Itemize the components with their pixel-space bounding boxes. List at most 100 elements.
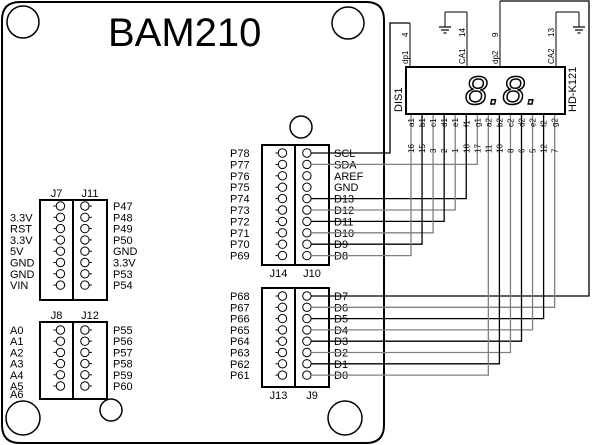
pin-label-j14: P78 (230, 148, 250, 160)
pin-label-j8: A1 (10, 336, 23, 348)
pin-j10-9 (302, 239, 312, 249)
wire-d13-to-f1 (311, 114, 467, 200)
display-pin-num-f1: 18 (462, 144, 471, 153)
wire-sda-to-g1 (311, 114, 478, 166)
display-pin-name-b2: b2 (495, 118, 504, 127)
display-pin-num-a2: 11 (484, 144, 493, 153)
pin-label-j10: D12 (334, 205, 354, 217)
pin-label-j7: RST (10, 224, 32, 236)
pin-j12-2 (80, 336, 90, 346)
display-pin-name-e1: e1 (451, 118, 460, 127)
header-label-j9: J9 (306, 390, 318, 402)
pin-j9-3 (302, 313, 312, 324)
header-label-j7: J7 (51, 188, 63, 200)
pin-j8-3 (55, 347, 66, 358)
display-pin-name-d1: d1 (440, 118, 449, 127)
display-pin-num-CA2: 13 (547, 28, 556, 37)
header-label-j12: J12 (81, 310, 99, 322)
pin-label-j8: A3 (10, 359, 23, 371)
pin-j7-7 (55, 269, 66, 279)
pin-label-j10: SCL (334, 148, 355, 160)
display-pin-num-CA1: 14 (458, 28, 467, 37)
pin-j7-4 (55, 235, 66, 245)
seven-segment-display-body (405, 66, 566, 115)
pin-label-j13: P62 (230, 359, 250, 371)
pin-j9-2 (302, 302, 312, 312)
pin-label-j7: 3.3V (10, 212, 33, 224)
mounting-hole-bottom-left (5, 400, 41, 436)
pin-label-j14: P69 (230, 251, 250, 263)
pin-j7-6 (55, 257, 66, 268)
pin-label-j11: P54 (113, 280, 133, 292)
pin-j12-3 (80, 347, 90, 358)
pin-j11-6 (80, 257, 90, 268)
display-pin-name-g2: g2 (551, 118, 560, 127)
pin-j9-4 (302, 325, 312, 335)
pin-label-j7: 3.3V (10, 235, 33, 247)
mounting-hole-small-j12 (99, 398, 123, 422)
wire-d2-to-c2 (311, 114, 512, 354)
display-pin-num-f2: 12 (540, 144, 549, 153)
pin-j13-4 (277, 325, 288, 335)
header-label-j8: J8 (51, 310, 63, 322)
pin-label-j9: D4 (334, 325, 348, 337)
display-pin-num-d2: 6 (518, 148, 527, 153)
pin-label-j13: P64 (230, 336, 250, 348)
pin-label-j10: D13 (334, 194, 354, 206)
pin-j13-5 (277, 336, 288, 346)
display-pin-num-e1: 1 (451, 148, 460, 153)
pin-label-j10: AREF (334, 171, 364, 183)
display-pin-name-dp2: dp2 (491, 50, 500, 64)
pin-j14-3 (277, 171, 288, 181)
display-pin-name-d2: d2 (518, 118, 527, 127)
pin-label-j9: D1 (334, 359, 348, 371)
wire-d12-to-e1 (311, 114, 456, 211)
pin-j10-1 (302, 148, 312, 158)
pin-j10-8 (302, 228, 312, 238)
wire-d9-to-b1 (311, 114, 423, 245)
pin-j13-1 (277, 291, 288, 301)
display-pin-num-b2: 10 (495, 144, 504, 153)
wire-d5-to-f2 (311, 114, 545, 320)
pin-j8-6 (55, 381, 66, 391)
board-outline (1, 1, 385, 444)
header-label-j14: J14 (270, 268, 288, 280)
pin-label-j13: P66 (230, 314, 250, 326)
pin-label-j12: P59 (113, 370, 133, 382)
pin-label-j7: GND (10, 258, 35, 270)
display-pin-num-c1: 3 (429, 148, 438, 153)
pin-j10-6 (302, 205, 312, 215)
pin-label-j9: D6 (334, 302, 348, 314)
display-pin-name-b1: b1 (418, 118, 427, 127)
pin-j14-4 (277, 182, 288, 192)
pin-label-j11: P53 (113, 269, 133, 281)
pin-j11-3 (80, 223, 90, 234)
display-pin-name-CA2: CA2 (547, 48, 556, 64)
pin-label-j14: P71 (230, 228, 250, 240)
pin-label-j13: P65 (230, 325, 250, 337)
wire-d10-to-c1 (311, 114, 434, 234)
pin-label-j13: P68 (230, 291, 250, 303)
pin-label-j13: P67 (230, 302, 250, 314)
pin-label-j10: D11 (334, 216, 353, 228)
pin-j9-8 (302, 370, 312, 380)
wire-d8-to-a1 (311, 114, 412, 257)
pin-j11-1 (80, 201, 90, 211)
pin-j12-5 (80, 370, 90, 380)
pin-label-j8: A0 (10, 325, 23, 337)
pin-label-j11: P50 (113, 235, 133, 247)
pin-label-j14: P75 (230, 182, 250, 194)
display-pin-name-c2: c2 (506, 118, 515, 127)
display-pin-name-g1: g1 (473, 118, 482, 127)
pin-j14-6 (277, 205, 288, 215)
display-digits: 8.8. (465, 69, 540, 113)
pin-j9-6 (302, 347, 312, 358)
display-pin-name-a1: a1 (407, 118, 416, 127)
display-part-label: HD-K121 (567, 67, 579, 112)
pin-j13-3 (277, 313, 288, 324)
display-pin-num-dp1: 4 (401, 32, 410, 37)
pin-label-j9: D3 (334, 336, 348, 348)
header-label-j10: J10 (303, 268, 321, 280)
pin-j8-4 (55, 358, 66, 369)
pin-label-j11: P49 (113, 224, 133, 236)
